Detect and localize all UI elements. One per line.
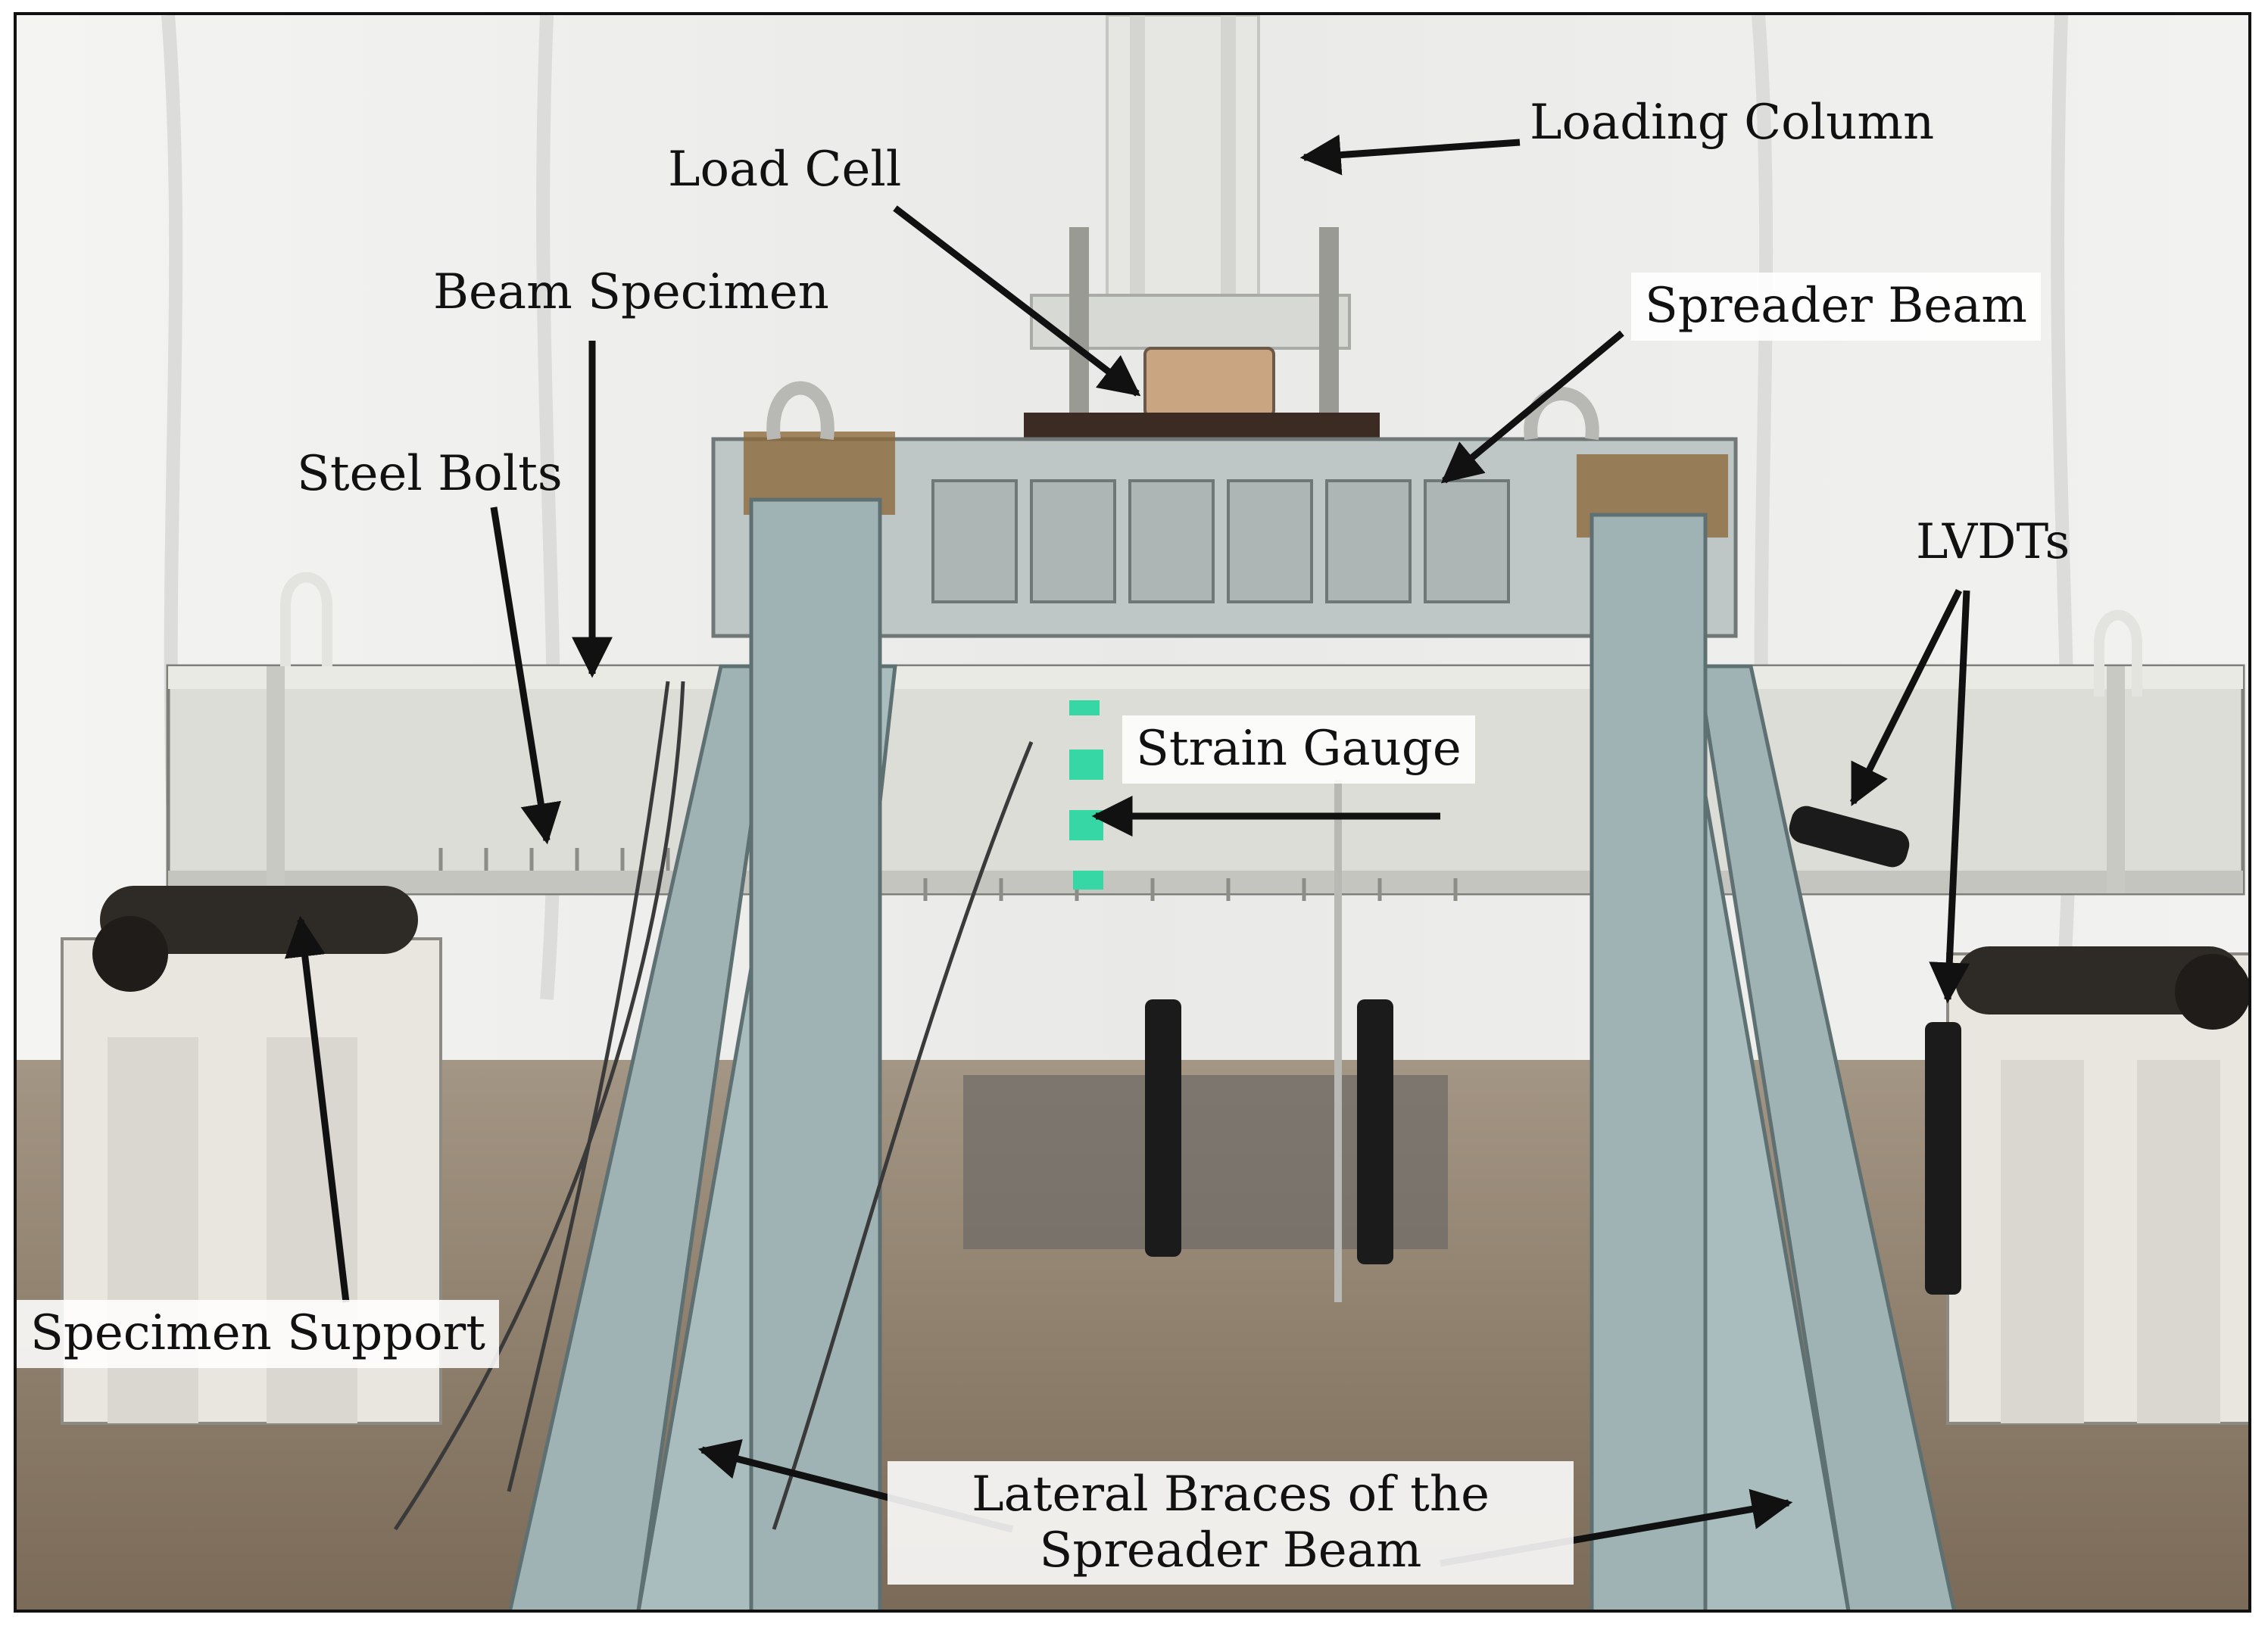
arrow-steel-bolts [490, 506, 562, 845]
roller-left [100, 886, 418, 954]
sensor-wires [393, 681, 1034, 1531]
label-steel-bolts: Steel Bolts [297, 446, 563, 502]
label-beam-specimen: Beam Specimen [433, 264, 829, 320]
arrow-spreader-beam [1440, 330, 1624, 484]
beam-lifting-hook-right [2094, 609, 2142, 697]
arrow-specimen-support [284, 915, 350, 1303]
photo-frame: Loading Column Load Cell Beam Specimen S… [14, 12, 2251, 1613]
brace-post-left [749, 497, 882, 1610]
label-loading-column: Loading Column [1530, 95, 1935, 151]
label-load-cell: Load Cell [668, 142, 902, 198]
steel-bolt-row [438, 848, 1458, 901]
brace-post-right [1589, 513, 1708, 1610]
lateral-brace-right-inner [1696, 664, 1956, 1610]
label-lateral-braces-line1: Lateral Braces of the [972, 1466, 1490, 1522]
label-strain-gauge: Strain Gauge [1122, 715, 1475, 784]
lifting-hook-left [766, 381, 835, 440]
lifting-hook-right [1524, 387, 1599, 441]
roller-right [1955, 946, 2243, 1014]
load-cell [1143, 347, 1275, 418]
label-lateral-braces: Lateral Braces of the Spreader Beam [888, 1461, 1574, 1585]
beam-lifting-hook-left [280, 572, 332, 666]
label-lvdts: LVDTs [1916, 514, 2070, 570]
arrow-load-cell [893, 205, 1141, 397]
label-spreader-beam: Spreader Beam [1631, 273, 2041, 341]
test-setup-photo [17, 15, 2248, 1610]
lvdt-sensors [1145, 806, 1961, 1295]
arrow-loading-column [1299, 134, 1521, 176]
spreader-beam-stiffeners [931, 479, 1510, 603]
arrow-lvdt-lower [1929, 590, 1970, 1004]
cloth-folds [161, 15, 2076, 1000]
arrow-lvdt-upper [1849, 588, 1963, 806]
label-lateral-braces-line2: Spreader Beam [1039, 1522, 1422, 1579]
label-specimen-support: Specimen Support [17, 1300, 499, 1368]
